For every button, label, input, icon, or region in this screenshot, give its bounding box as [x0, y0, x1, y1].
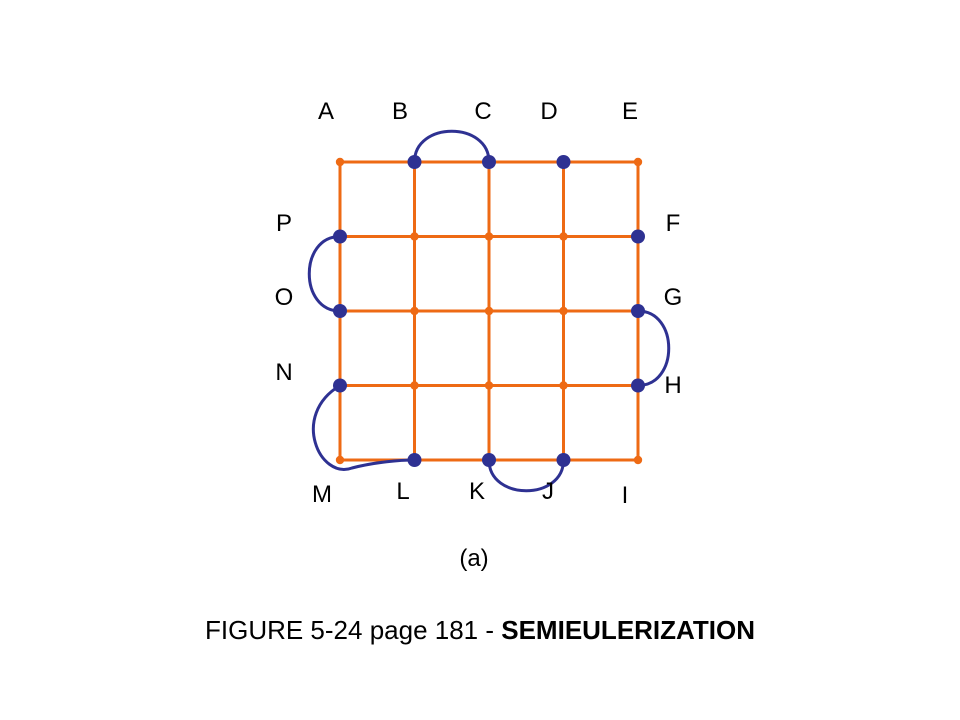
- caption-title: SEMIEULERIZATION: [501, 615, 755, 645]
- vertex: [410, 232, 419, 241]
- vertex-label-o: O: [275, 284, 294, 311]
- vertices: [333, 155, 645, 467]
- vertex-label-m: M: [312, 481, 332, 508]
- caption-prefix: FIGURE 5-24 page 181 -: [204, 615, 502, 645]
- odd-vertex-p: [333, 229, 347, 244]
- vertex-label-b: B: [392, 98, 408, 125]
- added-edge-p-o: [307, 235, 341, 313]
- odd-vertex-f: [631, 229, 645, 244]
- odd-vertex-k: [482, 453, 496, 467]
- vertex: [410, 381, 419, 390]
- odd-vertex-n: [333, 378, 347, 393]
- odd-vertex-j: [556, 453, 571, 467]
- added-edges: [307, 129, 671, 493]
- odd-vertex-d: [556, 155, 571, 169]
- vertex-label-j: J: [542, 478, 554, 505]
- vertex-label-d: D: [540, 98, 557, 125]
- odd-vertex-g: [631, 304, 645, 318]
- vertex-label-c: C: [474, 98, 491, 125]
- vertex-label-a: A: [318, 98, 334, 125]
- vertex: [484, 232, 494, 241]
- vertex: [484, 381, 494, 390]
- vertex: [335, 157, 345, 167]
- vertex-label-k: K: [469, 478, 485, 505]
- semieulerization-figure: A B C D E P O N M F G H I L K J (a): [275, 98, 683, 572]
- vertex-label-f: F: [666, 210, 681, 237]
- vertex: [559, 381, 568, 390]
- vertex-label-p: P: [276, 210, 292, 237]
- vertex: [559, 232, 568, 241]
- subfigure-label: (a): [459, 545, 488, 572]
- vertex-label-h: H: [664, 372, 681, 399]
- vertex: [335, 455, 345, 465]
- vertex-label-e: E: [622, 98, 638, 125]
- added-edge-k-j: [487, 459, 565, 493]
- odd-vertex-h: [631, 378, 645, 393]
- vertex: [559, 306, 568, 316]
- odd-vertex-l: [407, 453, 422, 467]
- vertex-label-i: I: [622, 482, 629, 509]
- added-edge-g-h: [637, 309, 671, 387]
- vertex: [410, 306, 419, 316]
- odd-vertex-o: [333, 304, 347, 318]
- vertex-label-g: G: [664, 284, 683, 311]
- odd-vertex-c: [482, 155, 496, 169]
- vertex-label-l: L: [396, 478, 409, 505]
- figure-caption: FIGURE 5-24 page 181 - SEMIEULERIZATION: [0, 615, 960, 646]
- vertex-label-n: N: [275, 359, 292, 386]
- added-edge-n-l: [311, 384, 415, 471]
- vertex: [484, 306, 494, 316]
- vertex: [633, 455, 643, 465]
- added-edge-b-c: [413, 129, 491, 163]
- vertex: [633, 157, 643, 167]
- odd-vertex-b: [407, 155, 422, 169]
